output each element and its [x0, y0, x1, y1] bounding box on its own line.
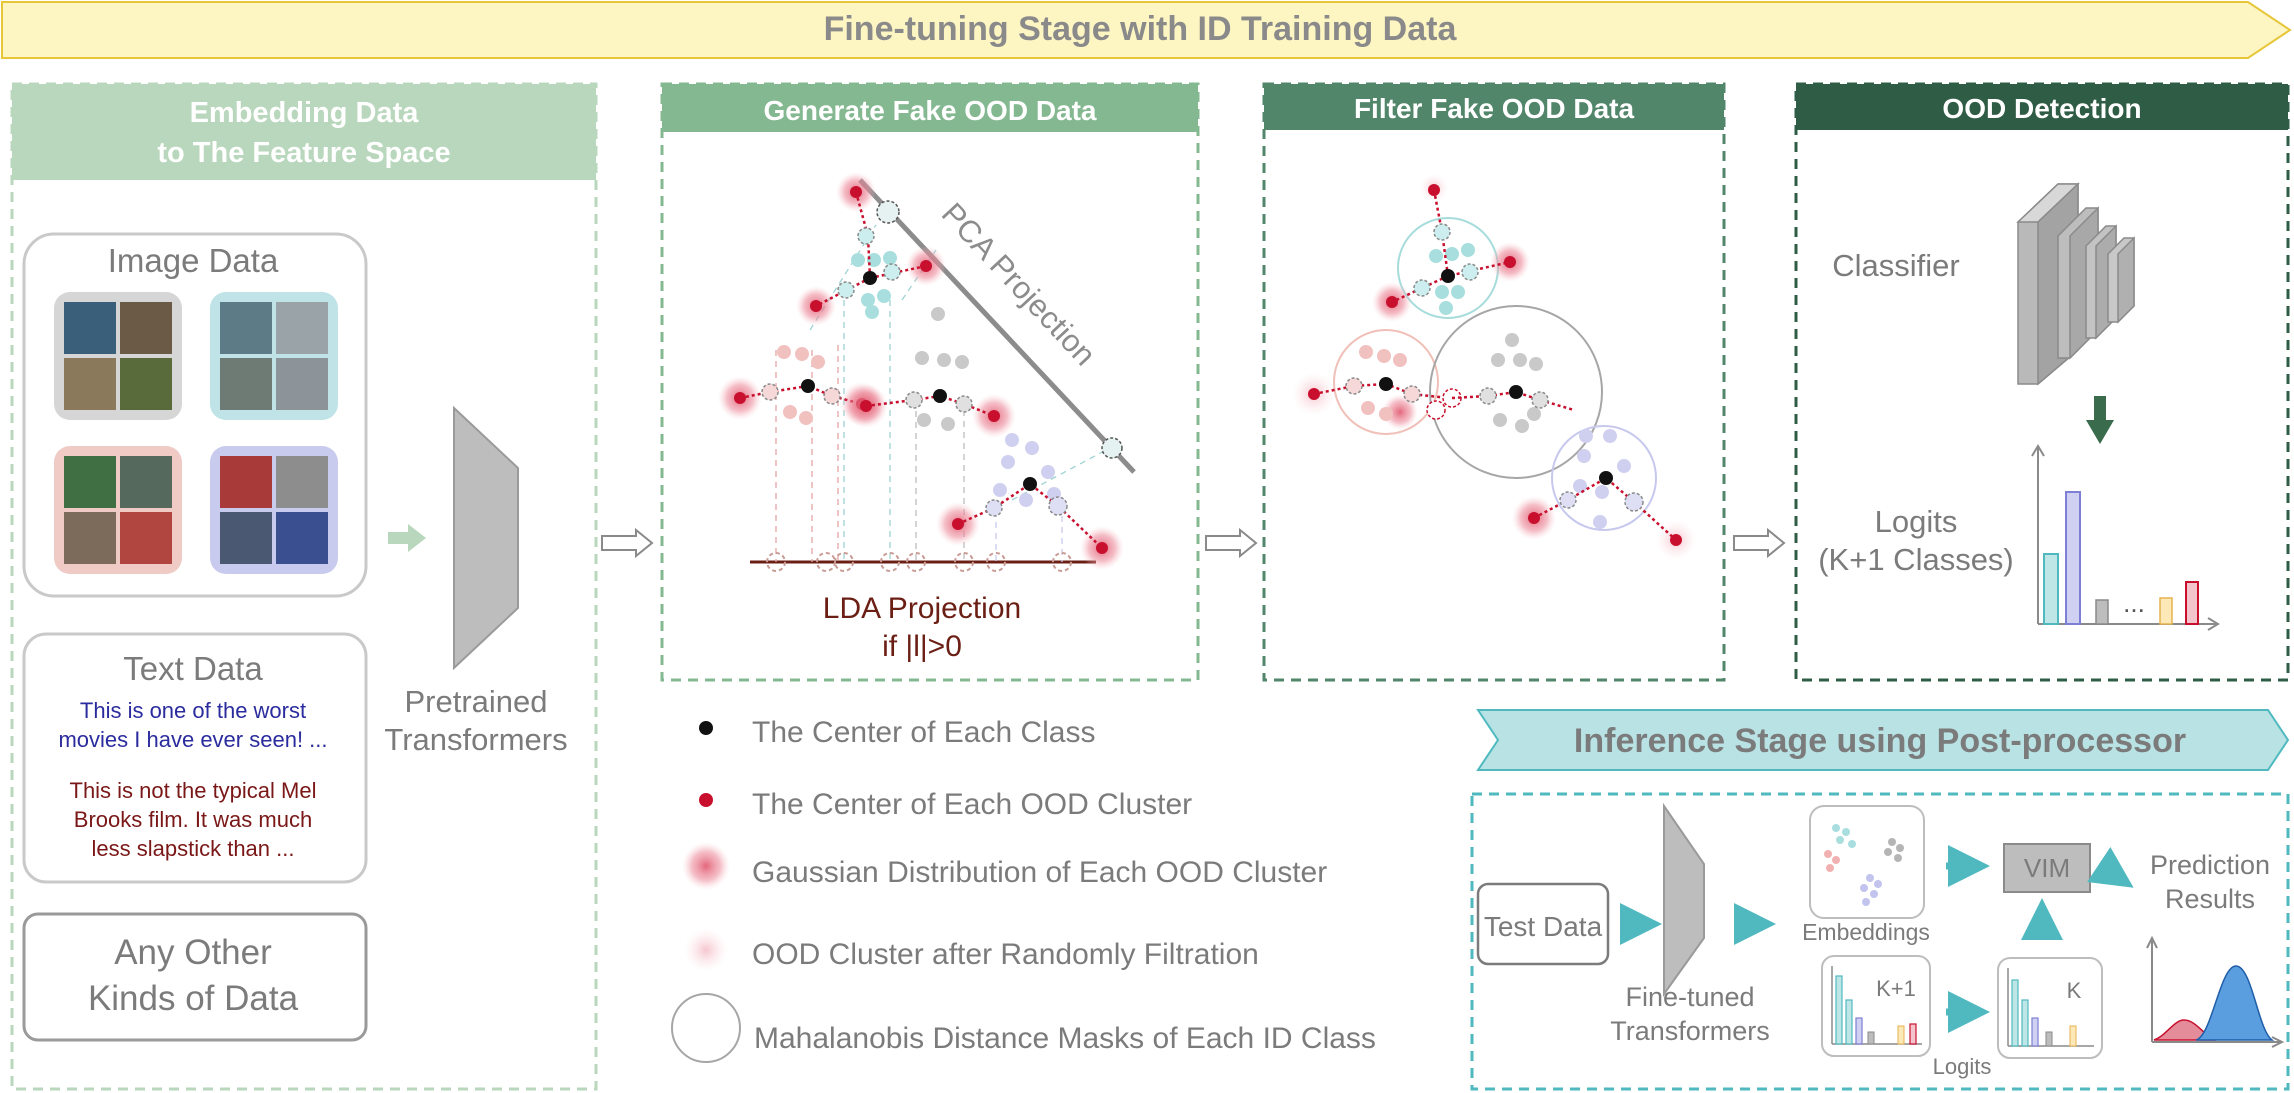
top-banner: Fine-tuning Stage with ID Training Data [1, 1, 2292, 59]
prediction-label-line2: Results [2165, 884, 2255, 914]
class-cluster-lavender [936, 433, 1124, 570]
class-cluster-cyan [796, 172, 946, 326]
classifier-label: Classifier [1832, 248, 1959, 283]
legend-gaussian-icon [682, 842, 730, 890]
panel-generate: Generate Fake OOD Data PCA Projection LD… [660, 82, 1200, 682]
text-sample-2-line1: This is not the typical Mel [70, 778, 317, 803]
logits-label-line2: (K+1 Classes) [1818, 542, 2014, 577]
logits-k-plus-1-box: K+1 [1821, 955, 1931, 1057]
logits-bar-chart: ... [2031, 444, 2220, 631]
text-data-title: Text Data [123, 650, 263, 687]
embeddings-label: Embeddings [1802, 919, 1930, 945]
panel-detection: OOD Detection Classifier Logits (K+1 Cla… [1794, 82, 2290, 682]
class-cluster-gray [844, 307, 1016, 438]
text-sample-1-line2: movies I have ever seen! ... [58, 727, 327, 752]
k-label: K [2067, 978, 2082, 1003]
lda-label: LDA Projection [823, 592, 1021, 625]
embed-header-line2: to The Feature Space [157, 137, 450, 169]
legend-item: The Center of Each Class [752, 716, 1096, 749]
prediction-label-line1: Prediction [2150, 850, 2270, 880]
hollow-arrow-icon [601, 527, 654, 559]
logit-bar [2159, 597, 2173, 625]
prediction-distribution-plot [2146, 935, 2285, 1048]
filtered-cluster-cyan [1372, 174, 1530, 322]
detection-header: OOD Detection [1942, 93, 2141, 124]
generate-header: Generate Fake OOD Data [763, 95, 1096, 126]
lda-projected-points [766, 552, 1072, 572]
logits-label-line1: Logits [1875, 504, 1958, 539]
text-sample-2-line3: less slapstick than ... [92, 836, 295, 861]
inference-stage: Inference Stage using Post-processor Tes… [1470, 709, 2290, 1091]
other-data-line1: Any Other [114, 933, 272, 972]
legend-item: Mahalanobis Distance Masks of Each ID Cl… [754, 1022, 1376, 1055]
image-thumbnail-grid-pink [54, 446, 182, 574]
pretrained-transformer-icon [453, 405, 519, 671]
legend-filtered-icon [684, 928, 728, 972]
id-score-distribution [2195, 965, 2275, 1041]
image-data-box: Image Data [22, 232, 368, 598]
logits-k-box: K [1997, 957, 2103, 1059]
other-data-box: Any Other Kinds of Data [22, 912, 368, 1042]
text-sample-2-line2: Brooks film. It was much [74, 807, 312, 832]
inference-banner [1476, 709, 2290, 771]
filtered-cluster-gray [1426, 333, 1575, 433]
vim-label: VIM [2024, 853, 2070, 883]
finetuned-label-line1: Fine-tuned [1625, 982, 1754, 1012]
text-data-box: Text Data This is one of the worst movie… [22, 632, 368, 884]
legend-class-center-icon [699, 721, 713, 735]
hollow-arrow-icon [1733, 527, 1786, 559]
inference-logits-label: Logits [1933, 1054, 1992, 1079]
embed-arrow-icon [388, 524, 426, 552]
logit-bar [2065, 491, 2081, 625]
image-thumbnail-grid-gray [54, 292, 182, 420]
pretrained-label-line1: Pretrained [404, 684, 547, 719]
classifier-network-icon [2016, 182, 2135, 386]
text-sample-1-line1: This is one of the worst [80, 698, 306, 723]
image-thumbnail-grid-lavender [210, 446, 338, 574]
hollow-arrow-icon [1205, 527, 1258, 559]
lda-condition: if |l|>0 [882, 630, 962, 663]
pretrained-label-line2: Transformers [384, 722, 567, 757]
inference-banner-title: Inference Stage using Post-processor [1574, 722, 2186, 760]
k-plus-1-label: K+1 [1876, 976, 1916, 1001]
logit-bar [2043, 553, 2059, 625]
vim-box [2003, 843, 2091, 893]
test-data-label: Test Data [1484, 911, 1603, 942]
filtered-cluster-pink [1292, 345, 1449, 430]
embeddings-box [1809, 805, 1925, 919]
legend-item: The Center of Each OOD Cluster [752, 788, 1192, 821]
legend-item: Gaussian Distribution of Each OOD Cluste… [752, 856, 1327, 889]
filtered-cluster-lavender [1512, 429, 1696, 560]
embed-header-line1: Embedding Data [190, 97, 420, 129]
pca-axis [858, 178, 1136, 474]
logit-bar [2095, 599, 2109, 625]
panel-embedding: Embedding Data to The Feature Space Imag… [10, 82, 598, 1091]
flow-arrow-icon [2087, 846, 2134, 888]
legend-mahalanobis-icon [671, 993, 741, 1063]
panel-filter: Filter Fake OOD Data [1262, 82, 1726, 682]
down-arrow-icon [2086, 396, 2114, 444]
test-data-box [1476, 882, 1610, 966]
legend-ood-center-icon [699, 793, 713, 807]
top-banner-title: Fine-tuning Stage with ID Training Data [824, 10, 1458, 48]
other-data-line2: Kinds of Data [88, 979, 299, 1018]
legend-item: OOD Cluster after Randomly Filtration [752, 938, 1259, 971]
legend: The Center of Each Class The Center of E… [671, 716, 1376, 1063]
logit-bar [2185, 581, 2199, 625]
finetuned-label-line2: Transformers [1610, 1016, 1770, 1046]
finetuned-transformer-icon [1663, 802, 1705, 998]
image-thumbnail-grid-cyan [210, 292, 338, 420]
image-data-title: Image Data [108, 242, 279, 279]
logit-ellipsis: ... [2123, 588, 2145, 618]
filter-header: Filter Fake OOD Data [1354, 93, 1635, 124]
